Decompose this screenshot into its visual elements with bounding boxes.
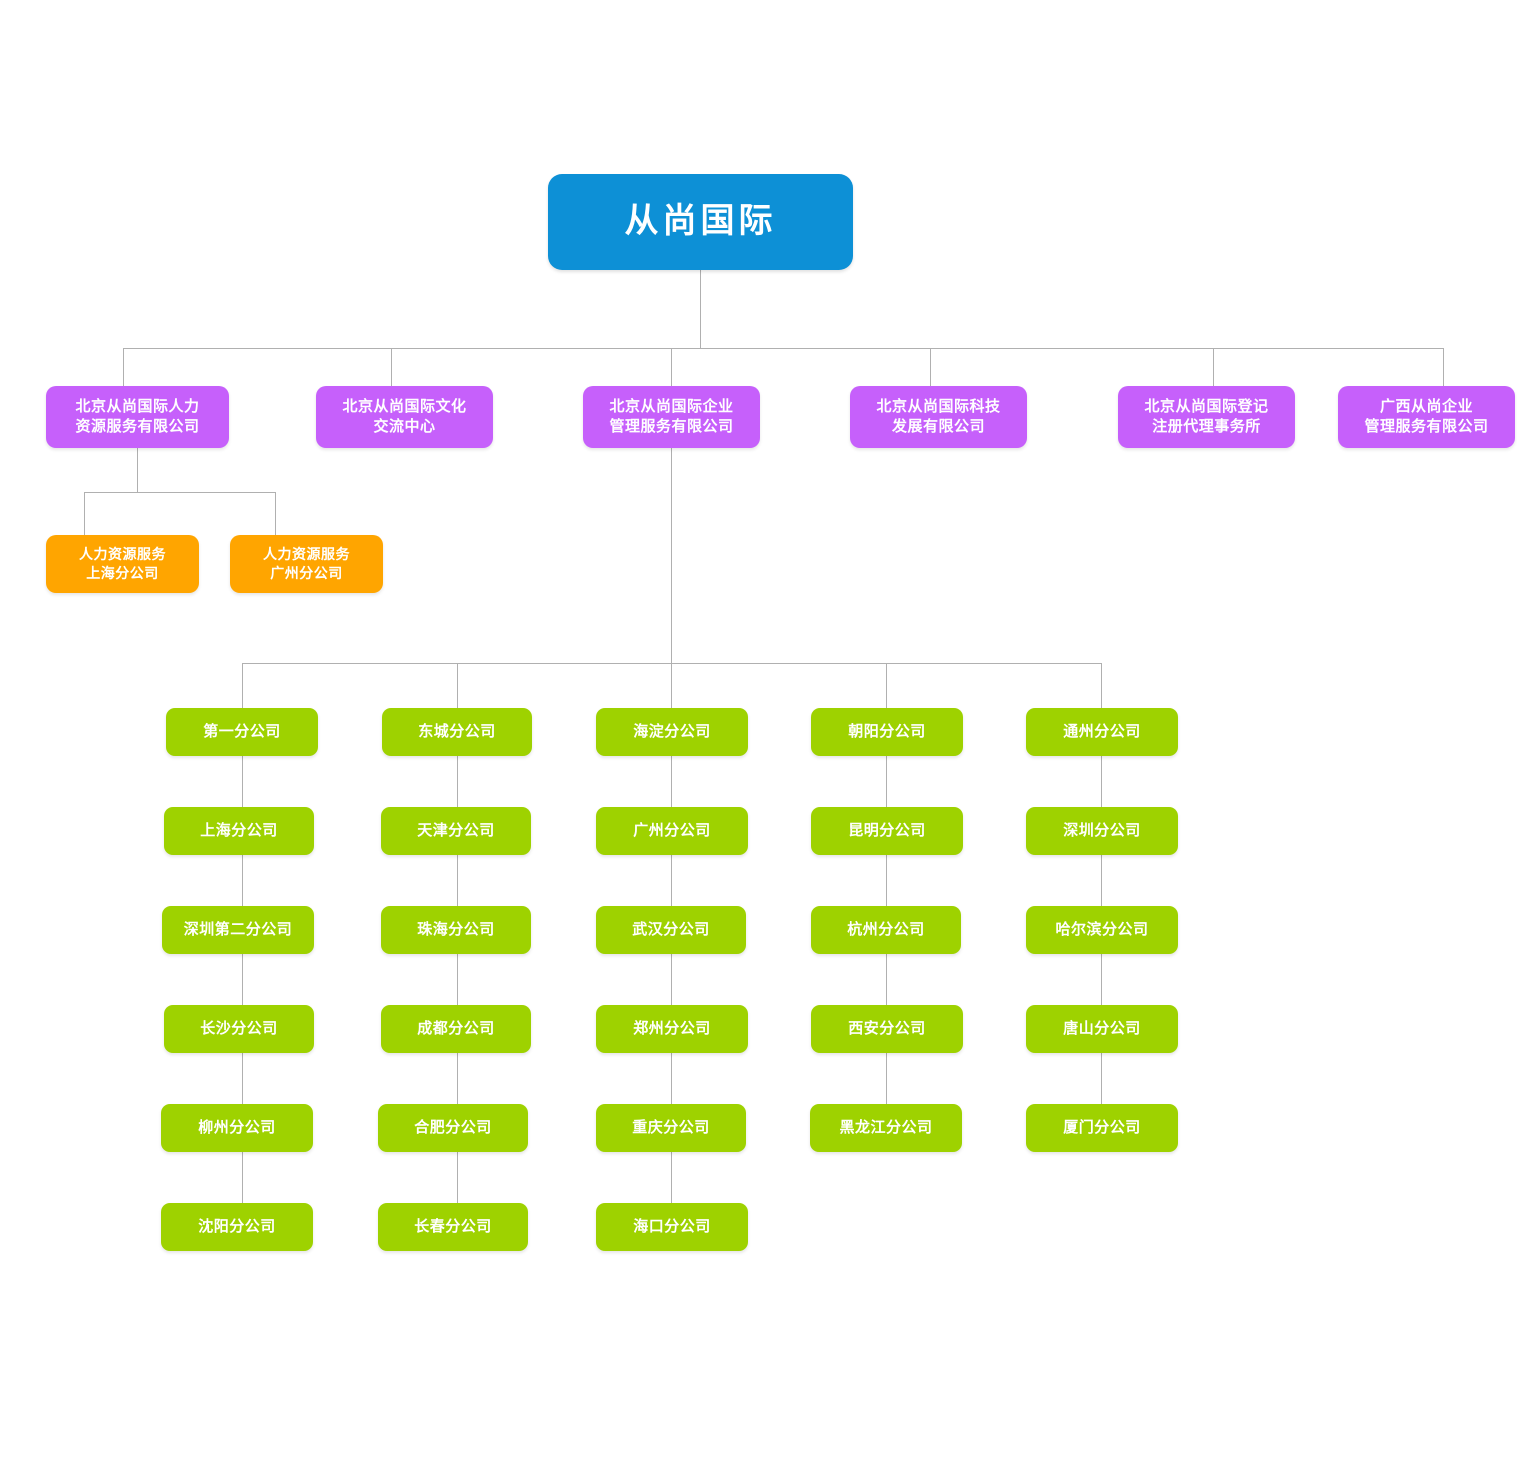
connector-col1-r4-r5 — [457, 1152, 458, 1206]
org-node-division-beijing-enterprise-mgmt[interactable]: 北京从尚国际企业 管理服务有限公司 — [583, 386, 760, 448]
connector-col2-r2-r3 — [671, 954, 672, 1008]
connector-root-down — [700, 270, 701, 348]
connector-col2-r4-r5 — [671, 1152, 672, 1206]
org-node-branch-zhengzhou[interactable]: 郑州分公司 — [596, 1005, 748, 1053]
org-node-branch-chengdu[interactable]: 成都分公司 — [381, 1005, 531, 1053]
org-node-branch-zhuhai[interactable]: 珠海分公司 — [381, 906, 531, 954]
connector-division-drop-0 — [123, 348, 124, 386]
connector-col2-drop — [671, 663, 672, 708]
org-node-hr-branch-guangzhou[interactable]: 人力资源服务 广州分公司 — [230, 535, 383, 593]
org-node-branch-shanghai[interactable]: 上海分公司 — [164, 807, 314, 855]
connector-col0-r0-r1 — [242, 756, 243, 810]
connector-col4-r0-r1 — [1101, 756, 1102, 810]
org-node-branch-wuhan[interactable]: 武汉分公司 — [596, 906, 746, 954]
connector-division-drop-4 — [1213, 348, 1214, 386]
org-node-branch-chaoyang[interactable]: 朝阳分公司 — [811, 708, 963, 756]
org-node-branch-hangzhou[interactable]: 杭州分公司 — [811, 906, 961, 954]
org-node-branch-tangshan[interactable]: 唐山分公司 — [1026, 1005, 1178, 1053]
org-node-branch-chongqing[interactable]: 重庆分公司 — [596, 1104, 746, 1152]
connector-col1-drop — [457, 663, 458, 708]
connector-division-drop-1 — [391, 348, 392, 386]
org-node-branch-shenyang[interactable]: 沈阳分公司 — [161, 1203, 313, 1251]
org-node-division-beijing-hr[interactable]: 北京从尚国际人力 资源服务有限公司 — [46, 386, 229, 448]
connector-col4-drop — [1101, 663, 1102, 708]
org-node-branch-heilongjiang[interactable]: 黑龙江分公司 — [810, 1104, 962, 1152]
connector-col0-r3-r4 — [242, 1053, 243, 1107]
connector-col0-r4-r5 — [242, 1152, 243, 1206]
org-node-branch-tongzhou[interactable]: 通州分公司 — [1026, 708, 1178, 756]
connector-division-drop-5 — [1443, 348, 1444, 386]
org-node-branch-xiamen[interactable]: 厦门分公司 — [1026, 1104, 1178, 1152]
connector-col4-r3-r4 — [1101, 1053, 1102, 1107]
org-node-branch-guangzhou[interactable]: 广州分公司 — [596, 807, 748, 855]
org-node-division-guangxi-enterprise-mgmt[interactable]: 广西从尚企业 管理服务有限公司 — [1338, 386, 1515, 448]
org-node-division-beijing-registration[interactable]: 北京从尚国际登记 注册代理事务所 — [1118, 386, 1295, 448]
connector-col1-r3-r4 — [457, 1053, 458, 1107]
org-node-division-beijing-tech[interactable]: 北京从尚国际科技 发展有限公司 — [850, 386, 1027, 448]
org-node-branch-tianjin[interactable]: 天津分公司 — [381, 807, 531, 855]
connector-hr-drop-1 — [275, 492, 276, 535]
org-node-branch-diyi[interactable]: 第一分公司 — [166, 708, 318, 756]
org-node-branch-haidian[interactable]: 海淀分公司 — [596, 708, 748, 756]
connector-col0-drop — [242, 663, 243, 708]
connector-col2-r0-r1 — [671, 756, 672, 810]
org-node-branch-changsha[interactable]: 长沙分公司 — [164, 1005, 314, 1053]
connector-col0-r2-r3 — [242, 954, 243, 1008]
org-node-hr-branch-shanghai[interactable]: 人力资源服务 上海分公司 — [46, 535, 199, 593]
connector-col3-drop — [886, 663, 887, 708]
org-node-branch-haikou[interactable]: 海口分公司 — [596, 1203, 748, 1251]
org-node-branch-harbin[interactable]: 哈尔滨分公司 — [1026, 906, 1178, 954]
org-node-branch-hefei[interactable]: 合肥分公司 — [378, 1104, 528, 1152]
connector-col2-r3-r4 — [671, 1053, 672, 1107]
connector-branches-bar — [242, 663, 1102, 664]
org-node-branch-shenzhen[interactable]: 深圳分公司 — [1026, 807, 1178, 855]
connector-hr-drop-0 — [84, 492, 85, 535]
connector-col1-r2-r3 — [457, 954, 458, 1008]
org-node-branch-changchun[interactable]: 长春分公司 — [378, 1203, 528, 1251]
connector-division-drop-2 — [671, 348, 672, 386]
connector-col1-r0-r1 — [457, 756, 458, 810]
org-node-branch-dongcheng[interactable]: 东城分公司 — [382, 708, 532, 756]
connector-col4-r1-r2 — [1101, 855, 1102, 909]
connector-col3-r2-r3 — [886, 954, 887, 1008]
org-node-branch-kunming[interactable]: 昆明分公司 — [811, 807, 963, 855]
connector-col3-r1-r2 — [886, 855, 887, 909]
connector-col4-r2-r3 — [1101, 954, 1102, 1008]
connector-col3-r3-r4 — [886, 1053, 887, 1107]
connector-division-drop-3 — [930, 348, 931, 386]
connector-hr-down — [137, 448, 138, 492]
connector-col2-r1-r2 — [671, 855, 672, 909]
org-node-root[interactable]: 从尚国际 — [548, 174, 853, 270]
org-node-branch-liuzhou[interactable]: 柳州分公司 — [161, 1104, 313, 1152]
connector-col1-r1-r2 — [457, 855, 458, 909]
connector-divisions-bar — [123, 348, 1443, 349]
connector-branches-down — [671, 448, 672, 663]
connector-col3-r0-r1 — [886, 756, 887, 810]
connector-hr-bar — [84, 492, 275, 493]
org-node-branch-xian[interactable]: 西安分公司 — [811, 1005, 963, 1053]
org-node-branch-shenzhen-2[interactable]: 深圳第二分公司 — [162, 906, 314, 954]
connector-col0-r1-r2 — [242, 855, 243, 909]
org-node-division-beijing-culture[interactable]: 北京从尚国际文化 交流中心 — [316, 386, 493, 448]
